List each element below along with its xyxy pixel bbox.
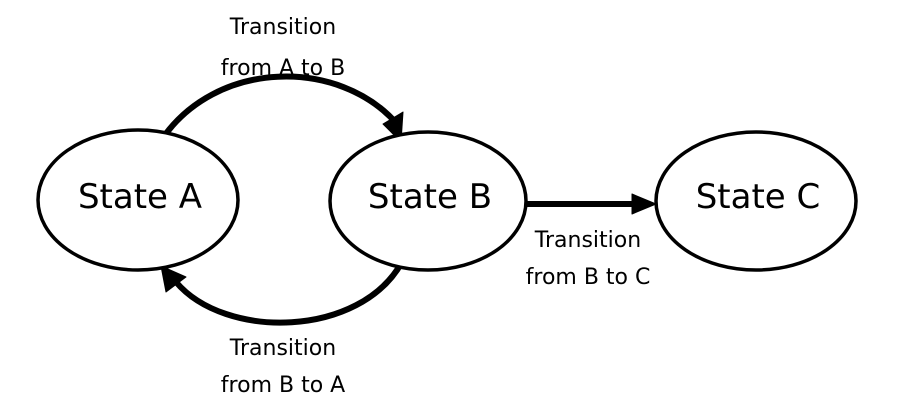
arrowhead-b-to-c bbox=[631, 193, 657, 215]
label-b-to-c-line1: Transition bbox=[534, 228, 641, 253]
state-a: State A bbox=[36, 128, 240, 272]
state-c-ellipse bbox=[654, 130, 858, 272]
state-b: State B bbox=[328, 130, 528, 272]
label-b-to-c-line2: from B to C bbox=[526, 265, 651, 290]
arrowhead-b-to-a bbox=[160, 265, 187, 293]
label-a-to-b-line2: from A to B bbox=[221, 56, 345, 81]
label-b-to-a: Transition from B to A bbox=[221, 336, 345, 398]
label-a-to-b-line1: Transition bbox=[229, 15, 336, 40]
state-c: State C bbox=[654, 130, 858, 272]
state-c-label: State C bbox=[696, 177, 821, 217]
label-a-to-b: Transition from A to B bbox=[221, 15, 345, 81]
label-b-to-c: Transition from B to C bbox=[526, 228, 651, 290]
label-b-to-a-line2: from B to A bbox=[221, 373, 345, 398]
state-b-label: State B bbox=[368, 177, 492, 217]
edge-b-to-a bbox=[173, 259, 405, 326]
edge-a-to-b bbox=[157, 73, 400, 145]
label-b-to-a-line1: Transition bbox=[229, 336, 336, 361]
state-b-ellipse bbox=[328, 130, 528, 272]
state-a-ellipse bbox=[36, 128, 240, 272]
state-a-label: State A bbox=[78, 177, 202, 217]
